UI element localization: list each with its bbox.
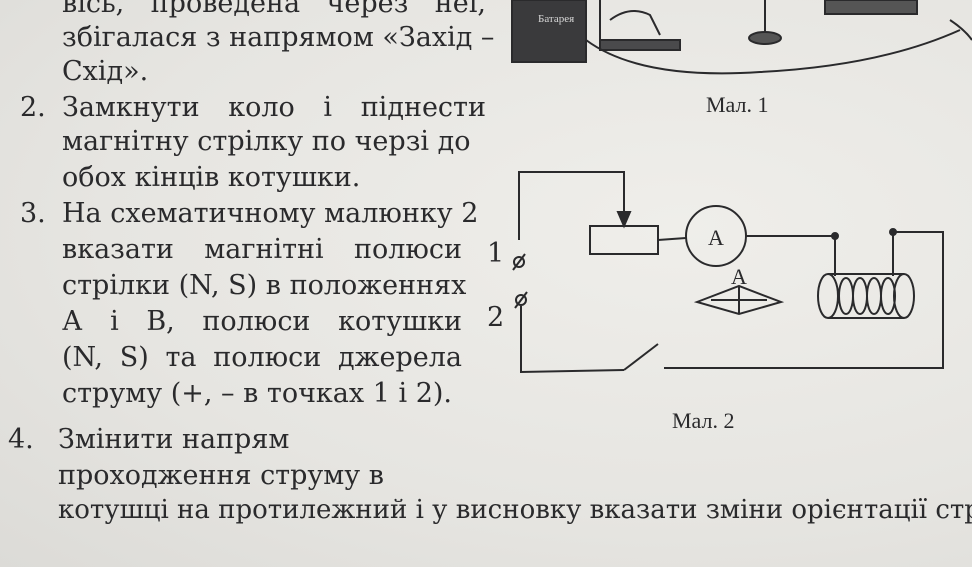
magnetic-needle-a	[693, 284, 785, 316]
text-line-4: магнітну стрілку по черзі до	[62, 126, 471, 157]
text-line-1: збігалася з напрямом «Захід –	[62, 22, 495, 53]
text-line-2: Схід».	[62, 56, 149, 87]
text-line-8: стрілки (N, S) в положеннях	[62, 270, 467, 301]
wire-top-left	[518, 171, 625, 240]
text-line-5: обох кінців котушки.	[62, 162, 361, 193]
wire-right	[949, 19, 972, 41]
text-line-7: вказати магнітні полюси	[62, 234, 462, 265]
figure-1-caption: Мал. 1	[706, 92, 769, 117]
rheostat	[589, 225, 659, 255]
text-line-14: котушці на протилежний і у висновку вказ…	[58, 495, 972, 525]
terminal-2	[514, 291, 528, 309]
text-line-10: (N, S) та полюси джерела	[62, 342, 462, 373]
wire-rheostat-ammeter	[657, 237, 687, 241]
rheostat-slider-arrow	[616, 211, 632, 229]
switch-blade	[623, 343, 659, 371]
needle-stand-base	[748, 31, 782, 45]
text-line-12: Змінити напрям	[58, 424, 290, 455]
text-line-3: Замкнути коло і піднести	[62, 92, 486, 123]
wire-curve	[585, 29, 961, 75]
item-number-3: 3.	[20, 198, 46, 229]
battery-box	[511, 0, 587, 63]
text-line-9: А і В, полюси котушки	[62, 306, 462, 337]
figure-1	[511, 0, 972, 75]
terminal-1	[512, 253, 526, 271]
figure-2-caption: Мал. 2	[672, 408, 735, 433]
coil-fragment	[824, 0, 918, 15]
item-number-2: 2.	[20, 92, 46, 123]
ammeter-label: A	[708, 225, 724, 250]
text-line-6: На схематичному малюнку 2	[62, 198, 479, 229]
wire-right-bottom	[664, 231, 944, 369]
text-line-11: струму (+, – в точках 1 і 2).	[62, 378, 452, 409]
terminal-2-label: 2	[487, 302, 504, 333]
figure-2-circuit	[512, 171, 944, 374]
needle-label-a: A	[731, 264, 747, 289]
coil	[817, 273, 915, 319]
item-number-4: 4.	[8, 424, 34, 455]
switch-base	[599, 0, 681, 51]
text-line-0: вісь, проведена через неї,	[62, 0, 486, 19]
terminal-1-label: 1	[487, 238, 504, 269]
wire-bottom-left	[520, 306, 625, 374]
text-line-13: проходження струму в	[58, 460, 384, 491]
battery-label: Батарея	[538, 13, 574, 25]
switch-lever	[609, 10, 661, 36]
